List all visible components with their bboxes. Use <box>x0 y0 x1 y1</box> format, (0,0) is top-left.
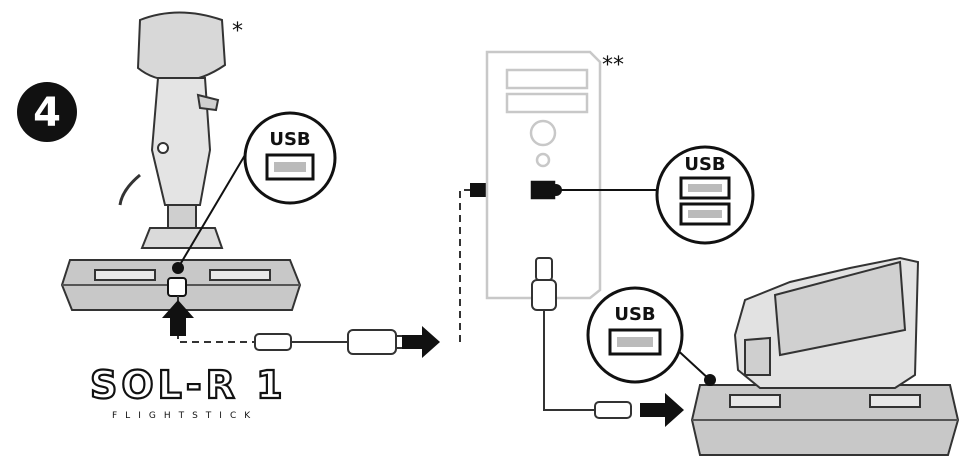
throttle-callout-dot <box>704 374 716 386</box>
step-number: 4 <box>33 90 61 136</box>
pc-usb-callout: USB <box>655 145 755 245</box>
joystick-usb-callout: USB <box>243 111 337 205</box>
logo-tagline: FLIGHTSTICK <box>112 411 258 421</box>
joystick-illustration <box>60 11 302 311</box>
arrow-right-cable <box>402 326 440 358</box>
pc-cable <box>531 257 632 419</box>
pc-usb-label: USB <box>684 154 725 175</box>
arrow-up-joystick <box>162 300 194 336</box>
pc-asterisks: ** <box>602 53 624 78</box>
throttle-usb-label: USB <box>614 304 655 325</box>
joystick-callout-dot <box>172 262 184 274</box>
brand-logo: SOL-R 1 FLIGHTSTICK <box>89 362 287 421</box>
joystick-callout-line <box>177 154 246 269</box>
joystick-usb-label: USB <box>269 129 310 150</box>
step-badge: 4 <box>17 82 77 142</box>
joystick-asterisk: * <box>232 19 243 44</box>
arrow-right-throttle <box>640 393 684 427</box>
pc-tower <box>485 50 602 300</box>
pc-callout-dot <box>550 184 562 196</box>
throttle-illustration <box>690 256 960 456</box>
logo-text: SOL-R 1 <box>90 363 287 407</box>
throttle-usb-callout: USB <box>586 286 684 384</box>
